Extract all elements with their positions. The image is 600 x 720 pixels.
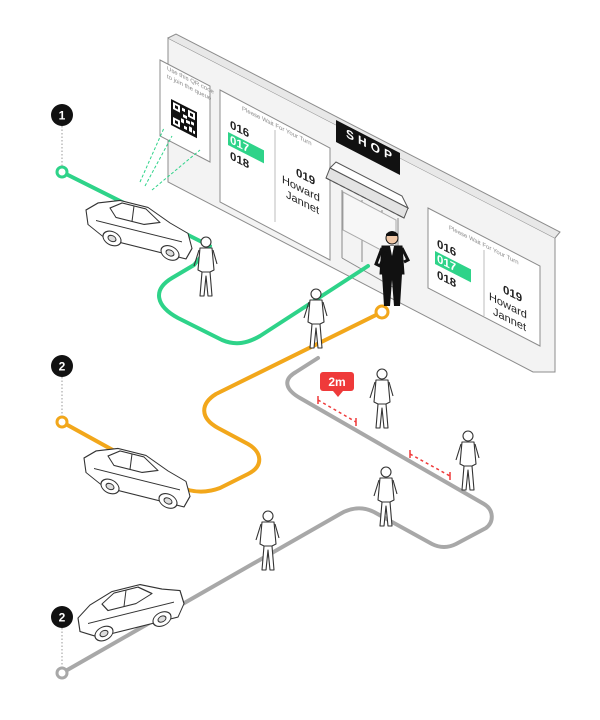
step-marker-3-label: 2: [59, 611, 66, 625]
green-path: [55, 165, 370, 346]
car-icon: [85, 191, 193, 266]
car-icon: [77, 573, 185, 648]
person-icon: [455, 430, 480, 491]
distance-marker-2: [409, 450, 451, 480]
qr-code-icon: [171, 99, 197, 139]
queue-panel-left: Please Wait For Your Turn 016 017 018 01…: [219, 89, 331, 261]
person-icon: [369, 368, 394, 429]
step-marker-3: 2: [51, 606, 73, 667]
person-icon: [193, 236, 218, 297]
gray-path: [55, 356, 494, 680]
qr-card: Use this QR code to join the queue: [159, 59, 214, 163]
qr-scan-rays: [139, 127, 201, 191]
car-icon: [83, 439, 191, 514]
distance-marker-1: [317, 396, 357, 426]
distance-badge: 2m: [320, 372, 354, 397]
distance-badge-text: 2m: [328, 375, 345, 389]
step-marker-2: 2: [51, 355, 73, 416]
step-marker-2-label: 2: [59, 360, 66, 374]
orange-path: [55, 304, 390, 494]
step-marker-1-label: 1: [59, 109, 66, 123]
step-marker-1: 1: [51, 104, 73, 166]
shopkeeper-icon: [374, 231, 411, 306]
shop-awning-icon: [325, 161, 410, 291]
